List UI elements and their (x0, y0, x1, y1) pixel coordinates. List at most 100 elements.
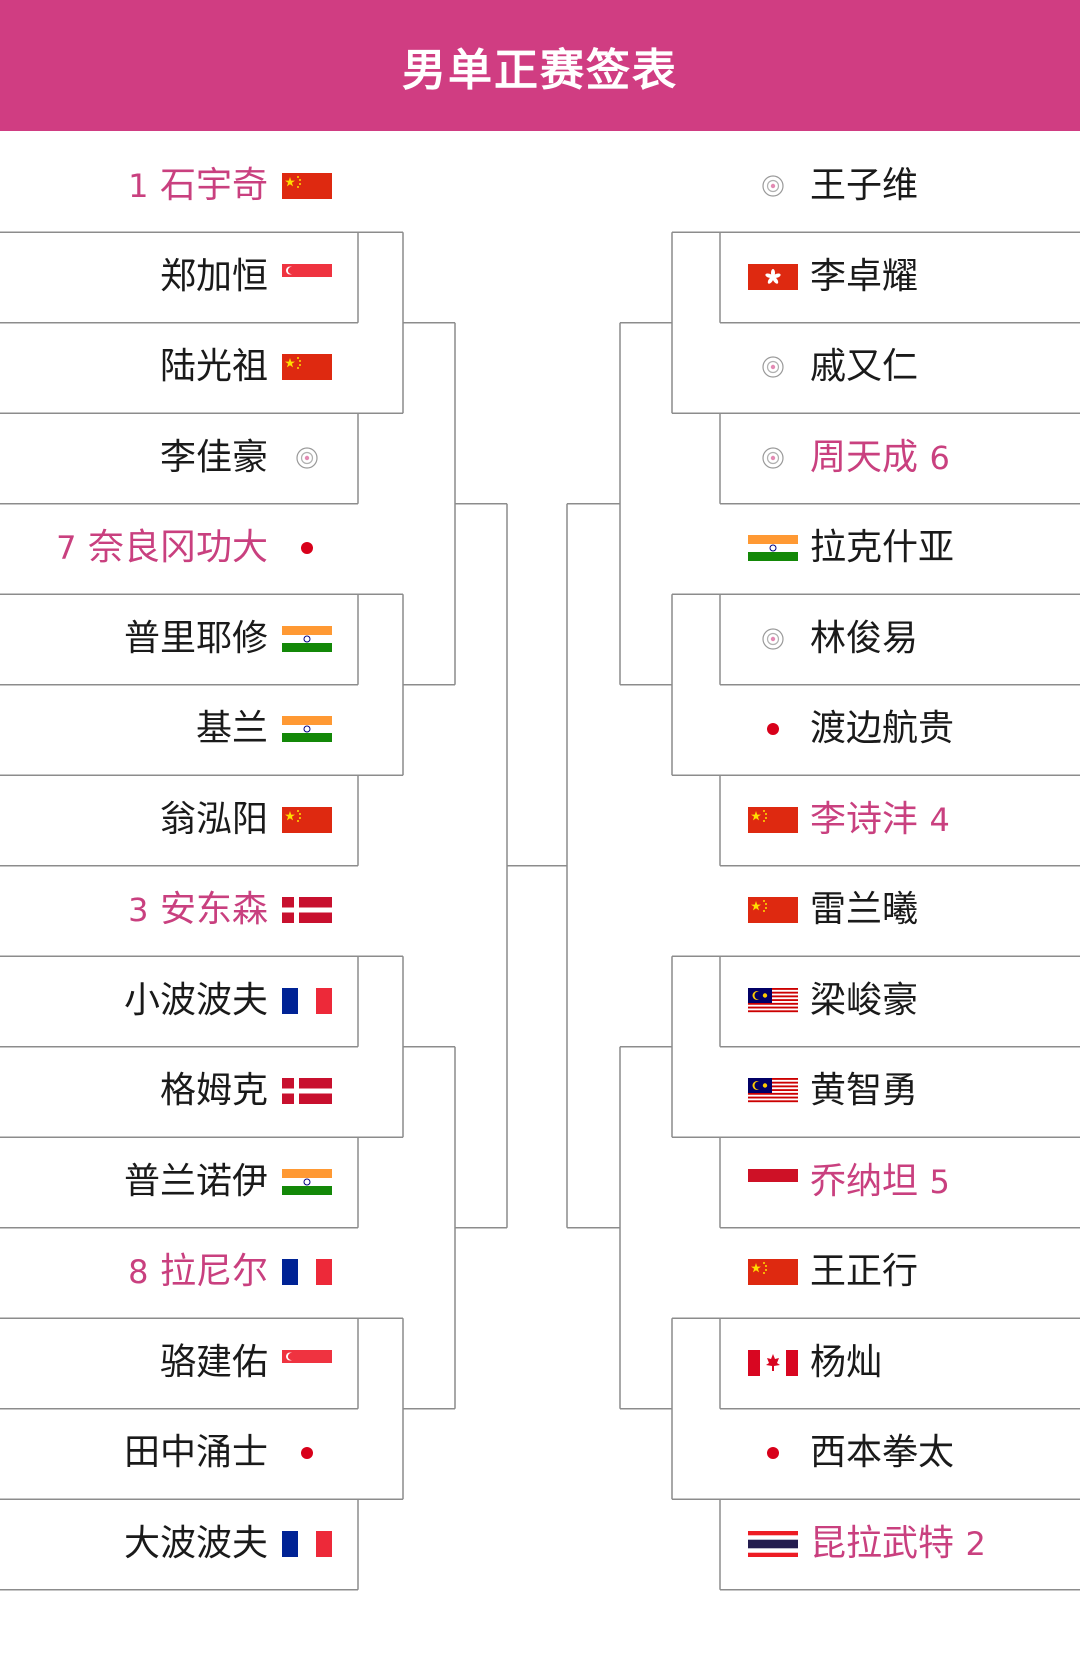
page-title: 男单正赛签表 (402, 45, 678, 96)
player-name-text: 格姆克 (159, 1070, 268, 1111)
player-name: 梁峻豪 (810, 977, 918, 1025)
indonesia-flag-icon (748, 1168, 798, 1195)
chinese-taipei-flag-icon (748, 173, 798, 199)
player-slot: 周天成 6 (700, 429, 1080, 489)
player-name: 李诗沣 4 (810, 796, 950, 844)
player-slot: 乔纳坦 5 (700, 1153, 1080, 1213)
player-name: 7 奈良冈功大 (56, 524, 268, 572)
japan-flag-icon (282, 535, 332, 561)
singapore-flag-icon (282, 1349, 332, 1376)
seed-number: 1 (128, 167, 149, 205)
france-flag-icon (282, 987, 332, 1014)
chinese-taipei-flag-icon (748, 354, 798, 380)
player-name: 渡边航贵 (810, 705, 954, 753)
player-name-text: 渡边航贵 (810, 708, 955, 749)
player-slot: 翁泓阳 (0, 791, 340, 851)
player-slot: 1 石宇奇 (0, 157, 340, 217)
india-flag-icon (282, 625, 332, 652)
player-name: 小波波夫 (124, 977, 268, 1025)
player-name-text: 黄智勇 (810, 1070, 919, 1111)
japan-flag-icon (282, 1440, 332, 1466)
india-flag-icon (282, 716, 332, 742)
player-name: 王子维 (810, 162, 918, 210)
player-slot: 王子维 (700, 157, 1080, 217)
player-slot: 3 安东森 (0, 881, 340, 941)
denmark-flag-icon (282, 1078, 332, 1104)
player-slot: 李卓耀 (700, 248, 1080, 308)
chinese-taipei-flag-icon (748, 626, 798, 652)
china-flag-icon (282, 806, 332, 833)
player-name: 林俊易 (810, 615, 918, 663)
player-name-text: 李诗沣 (810, 798, 919, 840)
player-name: 西本拳太 (810, 1429, 954, 1477)
player-slot: 李诗沣 4 (700, 791, 1080, 851)
france-flag-icon (282, 1530, 332, 1557)
player-slot: 昆拉武特 2 (700, 1515, 1080, 1575)
player-name-text: 安东森 (159, 889, 268, 930)
player-name-text: 翁泓阳 (159, 798, 268, 840)
player-name: 大波波夫 (124, 1520, 268, 1568)
player-name: 骆建佑 (160, 1339, 268, 1387)
player-slot: 普兰诺伊 (0, 1153, 340, 1213)
player-name-text: 周天成 (810, 436, 919, 478)
japan-flag-icon (748, 716, 798, 742)
player-name-text: 拉克什亚 (810, 527, 955, 568)
player-name: 雷兰曦 (810, 886, 918, 934)
singapore-flag-icon (282, 263, 332, 290)
player-slot: 李佳豪 (0, 429, 340, 489)
india-flag-icon (282, 1168, 332, 1195)
player-name: 格姆克 (160, 1067, 268, 1115)
player-name: 拉克什亚 (810, 524, 954, 572)
player-name-text: 基兰 (195, 708, 268, 749)
seed-number: 6 (929, 438, 950, 477)
player-name: 普里耶修 (124, 615, 268, 663)
player-name: 郑加恒 (160, 253, 268, 301)
player-name-text: 石宇奇 (159, 165, 268, 206)
player-slot: 西本拳太 (700, 1424, 1080, 1484)
player-name-text: 西本拳太 (810, 1432, 955, 1473)
china-flag-icon (282, 354, 332, 380)
player-name-text: 骆建佑 (159, 1341, 268, 1383)
player-slot: 渡边航贵 (700, 700, 1080, 760)
player-name-text: 王子维 (810, 165, 919, 206)
player-name-text: 大波波夫 (123, 1522, 268, 1564)
player-name-text: 小波波夫 (123, 979, 268, 1021)
india-flag-icon (748, 535, 798, 561)
player-name: 昆拉武特 2 (810, 1520, 986, 1568)
player-name: 基兰 (196, 705, 268, 753)
player-name-text: 拉尼尔 (159, 1251, 268, 1292)
player-name-text: 王正行 (810, 1251, 919, 1292)
player-slot: 王正行 (700, 1243, 1080, 1303)
player-slot: 梁峻豪 (700, 972, 1080, 1032)
player-slot: 郑加恒 (0, 248, 340, 308)
player-slot: 8 拉尼尔 (0, 1243, 340, 1303)
chinese-taipei-flag-icon (748, 445, 798, 471)
player-name-text: 普兰诺伊 (123, 1160, 268, 1202)
china-flag-icon (748, 806, 798, 833)
player-slot: 骆建佑 (0, 1334, 340, 1394)
seed-number: 8 (128, 1253, 149, 1291)
player-slot: 格姆克 (0, 1062, 340, 1122)
player-name: 李卓耀 (810, 253, 918, 301)
player-name: 1 石宇奇 (128, 162, 268, 210)
seed-number: 5 (929, 1162, 950, 1201)
player-slot: 田中涌士 (0, 1424, 340, 1484)
player-name: 周天成 6 (810, 434, 950, 482)
player-name-text: 戚又仁 (810, 346, 919, 387)
player-name: 王正行 (810, 1248, 918, 1296)
player-slot: 小波波夫 (0, 972, 340, 1032)
player-slot: 林俊易 (700, 610, 1080, 670)
seed-number: 2 (965, 1524, 986, 1563)
china-flag-icon (748, 1259, 798, 1285)
player-name-text: 雷兰曦 (810, 889, 919, 930)
player-name-text: 林俊易 (810, 617, 919, 659)
malaysia-flag-icon (748, 987, 798, 1014)
canada-flag-icon (748, 1349, 798, 1376)
player-name: 乔纳坦 5 (810, 1158, 950, 1206)
seed-number: 3 (128, 891, 149, 929)
china-flag-icon (748, 897, 798, 923)
player-slot: 黄智勇 (700, 1062, 1080, 1122)
player-name-text: 乔纳坦 (810, 1160, 919, 1202)
player-slot: 普里耶修 (0, 610, 340, 670)
